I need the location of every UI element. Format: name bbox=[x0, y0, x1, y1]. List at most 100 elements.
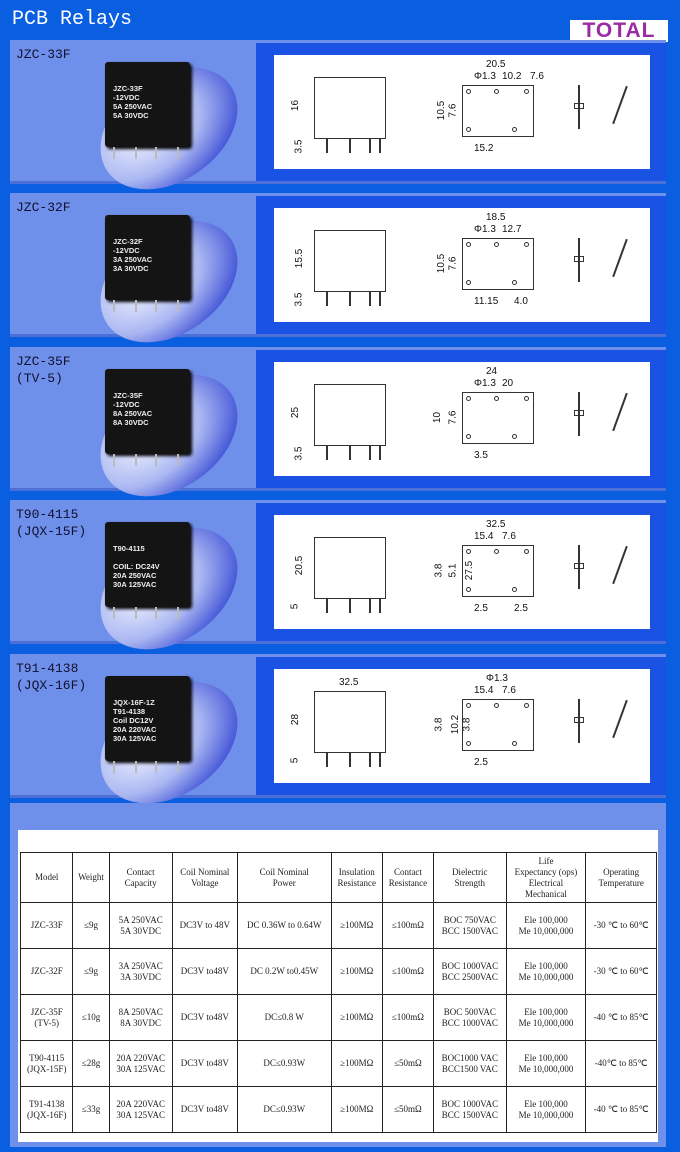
top-view-outline bbox=[462, 392, 534, 444]
side-view-pin bbox=[379, 599, 381, 613]
vertical-dimension-label: 5.1 bbox=[447, 563, 459, 578]
table-cell: DC≤0.93W bbox=[236, 1040, 332, 1087]
relay-pin bbox=[113, 761, 115, 773]
table-header-cell: Insulation Resistance bbox=[330, 852, 383, 903]
pin-hole bbox=[466, 396, 471, 401]
relay-model-label: JZC-33F bbox=[16, 47, 71, 62]
relay-pin bbox=[135, 147, 137, 159]
pin-hole bbox=[524, 242, 529, 247]
pin-hole bbox=[494, 703, 499, 708]
side-view-pin bbox=[379, 139, 381, 153]
relay-pin bbox=[135, 454, 137, 466]
relay-photo: JZC-33F -12VDC 5A 250VAC 5A 30VDC bbox=[105, 62, 190, 159]
relay-photo: JZC-32F -12VDC 3A 250VAC 3A 30VDC bbox=[105, 215, 190, 312]
vertical-dimension-label: 7.6 bbox=[447, 410, 459, 425]
table-header-cell: Life Expectancy (ops) Electrical Mechani… bbox=[505, 852, 587, 903]
vertical-dimension-label: 10.5 bbox=[436, 253, 448, 274]
top-dimension-label: 32.5 bbox=[486, 519, 506, 530]
relay-model-label: JZC-35F (TV-5) bbox=[16, 354, 71, 386]
top-dimension-label: Φ1.3 bbox=[474, 224, 496, 235]
relay-marking: T90-4115 COIL: DC24V 20A 250VAC 30A 125V… bbox=[113, 544, 160, 589]
total-logo: TOTAL bbox=[570, 20, 668, 42]
relay-pin bbox=[155, 300, 157, 312]
pin-hole bbox=[494, 89, 499, 94]
table-cell: ≤28g bbox=[72, 1040, 110, 1087]
side-view-pin bbox=[326, 292, 328, 306]
top-view-outline bbox=[462, 699, 534, 751]
table-cell: T91-4138 (JQX-16F) bbox=[19, 1086, 74, 1133]
pin-hole bbox=[466, 587, 471, 592]
side-dimension-label: 5 bbox=[289, 603, 301, 610]
table-cell: BOC 1000VAC BCC 2500VAC bbox=[433, 948, 507, 995]
table-cell: DC3V to48V bbox=[171, 948, 238, 995]
table-header-cell: Contact Capacity bbox=[108, 852, 173, 903]
side-dimension-label: 3.5 bbox=[293, 139, 305, 154]
table-cell: Ele 100,000 Me 10,000,000 bbox=[505, 1040, 587, 1087]
table-cell: T90-4115 (JQX-15F) bbox=[19, 1040, 74, 1087]
table-cell: ≤100mΩ bbox=[381, 948, 435, 995]
table-cell: ≤50mΩ bbox=[381, 1040, 435, 1087]
side-view-pin bbox=[349, 292, 351, 306]
relay-model-label: T91-4138 (JQX-16F) bbox=[16, 661, 87, 693]
table-cell: ≤9g bbox=[72, 948, 110, 995]
page-title: PCB Relays bbox=[12, 8, 133, 31]
table-cell: DC3V to 48V bbox=[171, 902, 238, 949]
side-view-pin bbox=[369, 292, 371, 306]
side-view-outline bbox=[314, 230, 386, 292]
side-view-outline bbox=[314, 537, 386, 599]
side-dimension-label: 32.5 bbox=[339, 677, 359, 688]
table-cell: 20A 220VAC 30A 125VAC bbox=[108, 1086, 173, 1133]
relay-pin bbox=[113, 147, 115, 159]
relay-pin bbox=[135, 607, 137, 619]
table-cell: JZC-35F (TV-5) bbox=[19, 994, 74, 1041]
top-dimension-label: 20.5 bbox=[486, 59, 506, 70]
bottom-dimension-label: 2.5 bbox=[514, 603, 528, 614]
coil-lead bbox=[578, 85, 580, 129]
relay-section: T91-4138 (JQX-16F)JQX-16F-1Z T91-4138 Co… bbox=[10, 654, 666, 829]
pin-hole bbox=[512, 587, 517, 592]
table-cell: ≥100MΩ bbox=[330, 1086, 383, 1133]
vertical-dimension-label: 10.5 bbox=[436, 100, 448, 121]
side-dimension-label: 5 bbox=[289, 757, 301, 764]
table-cell: DC≤0.8 W bbox=[236, 994, 332, 1041]
top-dimension-label: 15.4 bbox=[474, 685, 494, 696]
top-dimension-label: 24 bbox=[486, 366, 498, 377]
table-cell: Ele 100,000 Me 10,000,000 bbox=[505, 994, 587, 1041]
table-cell: BOC 1000VAC BCC 1500VAC bbox=[433, 1086, 507, 1133]
relay-pin bbox=[155, 607, 157, 619]
side-dimension-label: 20.5 bbox=[294, 555, 306, 576]
pin-hole bbox=[466, 549, 471, 554]
top-dimension-label: 18.5 bbox=[486, 212, 506, 223]
side-view-pin bbox=[369, 599, 371, 613]
table-cell: ≤50mΩ bbox=[381, 1086, 435, 1133]
relay-pin bbox=[113, 607, 115, 619]
table-header-cell: Model bbox=[19, 852, 74, 903]
bottom-dimension-label: 3.5 bbox=[474, 450, 488, 461]
side-view-pin bbox=[326, 753, 328, 767]
table-header-cell: Contact Resistance bbox=[381, 852, 435, 903]
top-dimension-label: Φ1.3 bbox=[474, 378, 496, 389]
side-view-pin bbox=[379, 292, 381, 306]
table-cell: DC3V to48V bbox=[171, 1086, 238, 1133]
pin-hole bbox=[524, 549, 529, 554]
table-cell: BOC 750VAC BCC 1500VAC bbox=[433, 902, 507, 949]
table-cell: BOC1000 VAC BCC1500 VAC bbox=[433, 1040, 507, 1087]
table-cell: ≤10g bbox=[72, 994, 110, 1041]
relay-model-label: JZC-32F bbox=[16, 200, 71, 215]
table-cell: ≤100mΩ bbox=[381, 994, 435, 1041]
table-cell: -40 ℃ to 85℃ bbox=[585, 1086, 657, 1133]
switch-contact-icon bbox=[612, 392, 628, 432]
switch-contact-icon bbox=[612, 85, 628, 125]
relay-pin bbox=[155, 761, 157, 773]
side-view-pin bbox=[369, 139, 371, 153]
relay-section: T90-4115 (JQX-15F)T90-4115 COIL: DC24V 2… bbox=[10, 500, 666, 675]
top-view-outline bbox=[462, 85, 534, 137]
pin-hole bbox=[466, 280, 471, 285]
table-cell: JZC-32F bbox=[19, 948, 74, 995]
pin-hole bbox=[466, 741, 471, 746]
switch-contact-icon bbox=[612, 238, 628, 278]
table-cell: ≤9g bbox=[72, 902, 110, 949]
